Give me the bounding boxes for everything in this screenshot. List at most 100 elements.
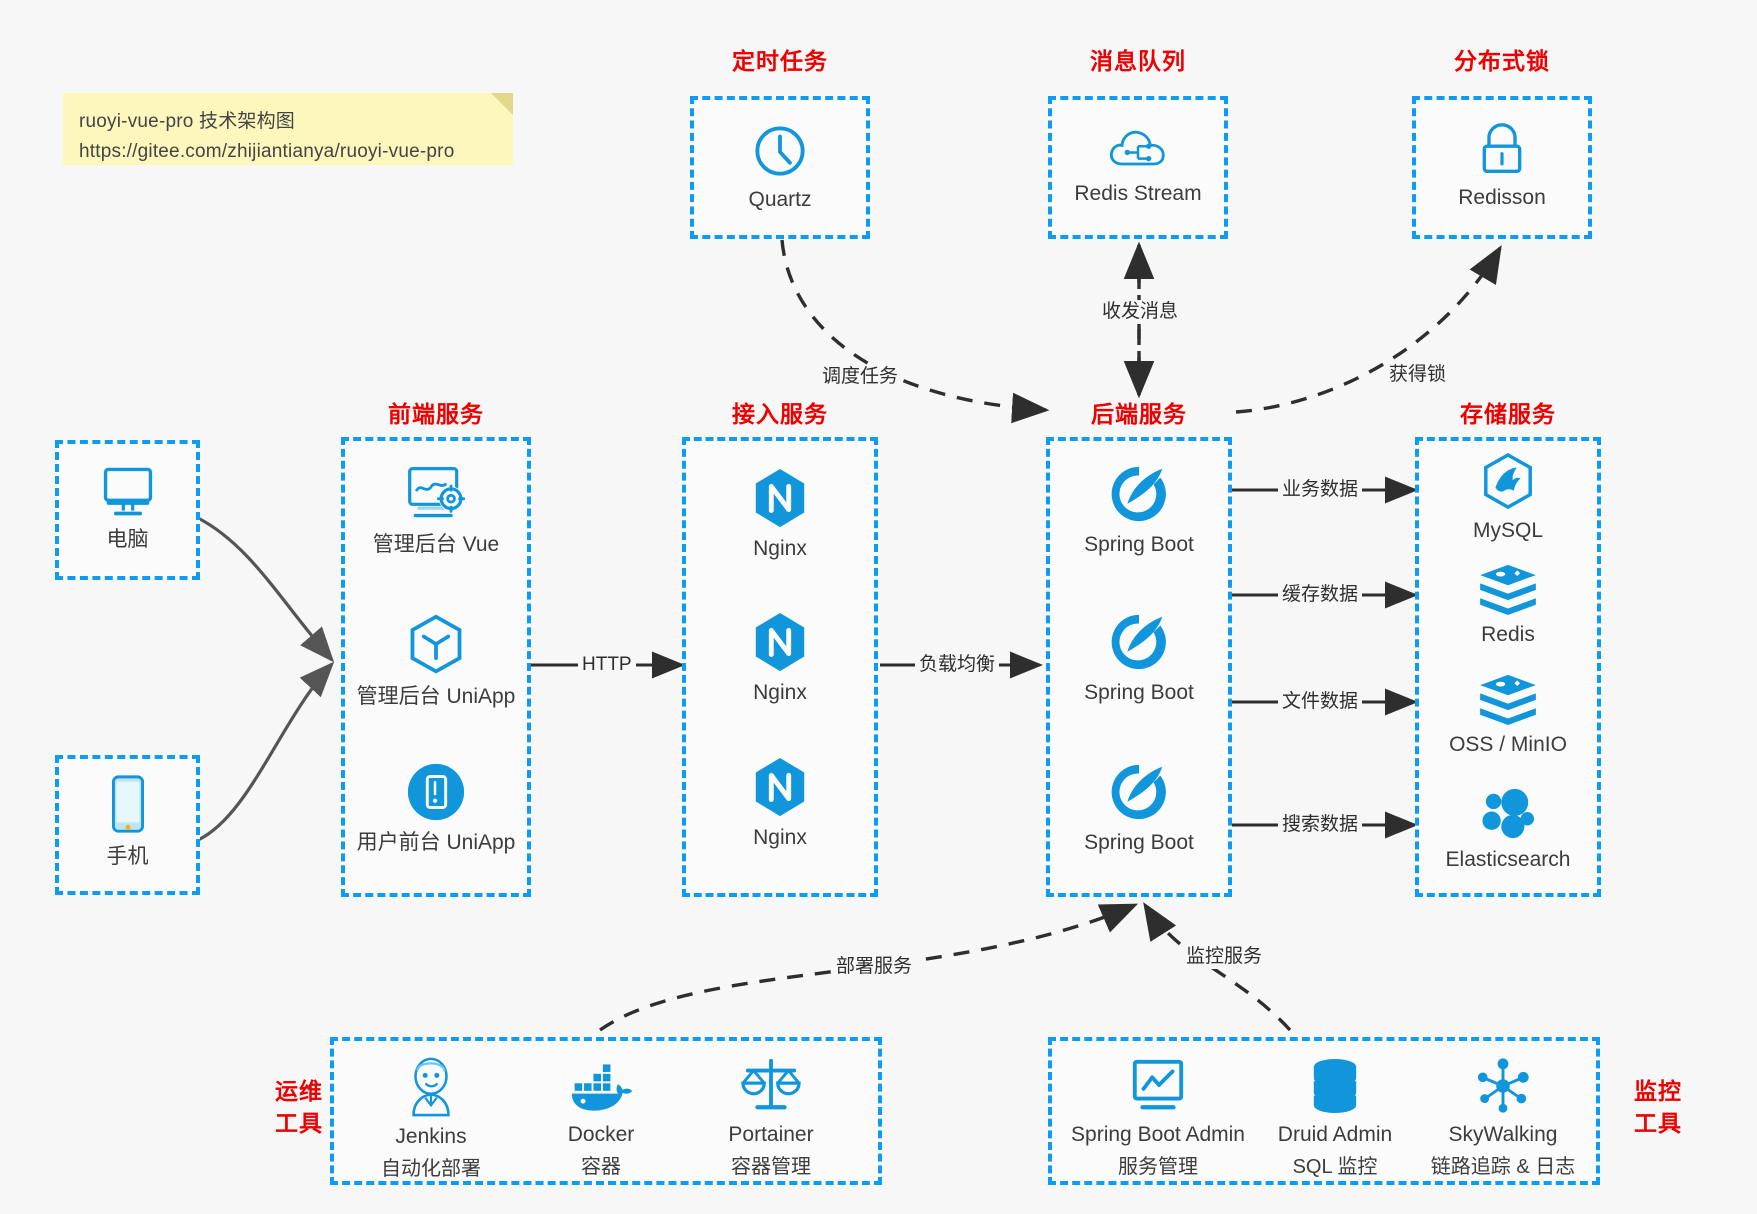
node-label-docker: Docker [567,1123,635,1146]
node-redis-stream[interactable]: Redis Stream [1052,122,1224,207]
group-box-distributed-lock: Redisson [1412,96,1592,239]
node-desktop[interactable]: 电脑 [59,462,196,553]
node-label-jenkins: Jenkins [395,1125,467,1148]
redis-stack-icon [1480,564,1536,615]
note-url-line: https://gitee.com/zhijiantianya/ruoyi-vu… [79,141,455,162]
group-box-backend: Spring Boot Spring Boot Spring Boot [1046,437,1232,897]
node-oss-minio[interactable]: OSS / MinIO [1419,673,1597,758]
node-redis[interactable]: Redis [1419,563,1597,648]
edge-label-load-balance: 负载均衡 [915,653,1000,677]
node-nginx-3[interactable]: Nginx [686,756,874,851]
note-title-line: ruoyi-vue-pro 技术架构图 [79,111,296,132]
clock-icon [755,126,805,176]
lock-icon [1482,123,1522,174]
node-label-nginx-2: Nginx [753,681,807,704]
docker-whale-icon [571,1064,633,1111]
node-label-nginx-1: Nginx [753,537,807,560]
node-label-oss-minio: OSS / MinIO [1449,733,1567,756]
node-label-admin-uniapp: 管理后台 UniApp [356,685,516,708]
group-title-frontend: 前端服务 [388,401,484,427]
nginx-icon [755,757,805,817]
edge-label-search-data: 搜索数据 [1278,813,1363,837]
node-spring-boot-1[interactable]: Spring Boot [1050,463,1228,558]
group-title-message-queue: 消息队列 [1090,48,1186,74]
edge-label-send-receive-message: 收发消息 [1098,300,1183,324]
edge-label-cache-data: 缓存数据 [1278,583,1363,607]
group-title-gateway: 接入服务 [732,401,828,427]
group-box-scheduled-task: Quartz [690,96,870,239]
database-icon [1313,1059,1357,1113]
group-box-gateway: Nginx Nginx Nginx [682,437,878,897]
group-title-monitoring-line2: 工具 [1634,1110,1682,1136]
node-label-redis: Redis [1481,623,1535,646]
node-label-spring-boot-3: Spring Boot [1084,831,1194,854]
node-sublabel-portainer: 容器管理 [731,1156,811,1178]
desktop-icon [103,467,152,516]
network-nodes-icon [1477,1058,1529,1113]
elasticsearch-icon [1482,788,1535,839]
group-box-devops: Jenkins 自动化部署 Docker 容器 [330,1037,882,1185]
node-elasticsearch[interactable]: Elasticsearch [1419,786,1597,873]
node-jenkins[interactable]: Jenkins 自动化部署 [346,1055,516,1183]
node-admin-vue[interactable]: 管理后台 Vue [345,463,527,558]
node-spring-boot-admin[interactable]: Spring Boot Admin 服务管理 [1058,1057,1258,1181]
edge-label-deploy-service: 部署服务 [832,955,917,979]
node-label-elasticsearch: Elasticsearch [1445,848,1571,871]
mobile-circle-icon [407,763,465,821]
edge-label-http: HTTP [578,653,636,677]
node-phone[interactable]: 手机 [59,773,196,870]
group-box-client-desktop: 电脑 [55,440,200,580]
edge-label-business-data: 业务数据 [1278,478,1363,502]
node-sublabel-spring-boot-admin: 服务管理 [1118,1156,1198,1178]
edge-label-monitor-service: 监控服务 [1182,945,1267,969]
node-label-druid-admin: Druid Admin [1277,1123,1393,1146]
node-label-nginx-3: Nginx [753,826,807,849]
node-label-mysql: MySQL [1472,519,1543,542]
node-mysql[interactable]: MySQL [1419,453,1597,544]
edge-label-schedule-task: 调度任务 [818,365,903,389]
node-sublabel-docker: 容器 [581,1156,621,1178]
node-sublabel-skywalking: 链路追踪 & 日志 [1430,1156,1576,1178]
node-label-spring-boot-1: Spring Boot [1084,533,1194,556]
node-nginx-2[interactable]: Nginx [686,611,874,706]
nginx-icon [755,612,805,672]
group-title-distributed-lock: 分布式锁 [1454,48,1550,74]
node-redisson[interactable]: Redisson [1416,120,1588,211]
node-label-quartz: Quartz [748,188,812,211]
spring-leaf-icon [1111,764,1166,820]
node-skywalking[interactable]: SkyWalking 链路追踪 & 日志 [1410,1057,1596,1181]
node-docker[interactable]: Docker 容器 [516,1061,686,1181]
jenkins-butler-icon [412,1057,450,1117]
node-label-spring-boot-admin: Spring Boot Admin [1071,1123,1245,1146]
group-box-frontend: 管理后台 Vue 管理后台 UniApp 用户前台 UniApp [341,437,531,897]
group-box-message-queue: Redis Stream [1048,96,1228,239]
node-nginx-1[interactable]: Nginx [686,467,874,562]
group-title-storage: 存储服务 [1460,401,1556,427]
node-label-skywalking: SkyWalking [1448,1123,1558,1146]
edge-label-file-data: 文件数据 [1278,690,1363,714]
monitor-chart-icon [1132,1059,1184,1110]
node-user-uniapp[interactable]: 用户前台 UniApp [345,761,527,856]
node-druid-admin[interactable]: Druid Admin SQL 监控 [1250,1057,1420,1181]
group-box-storage: MySQL Redis OSS / MinIO [1415,437,1601,897]
group-box-client-phone: 手机 [55,755,200,895]
phone-icon [111,775,144,833]
node-quartz[interactable]: Quartz [694,122,866,213]
node-admin-uniapp[interactable]: 管理后台 UniApp [345,613,527,710]
group-title-scheduled-task: 定时任务 [732,48,828,74]
node-label-user-uniapp: 用户前台 UniApp [356,831,516,854]
node-label-redis-stream: Redis Stream [1074,182,1202,205]
node-spring-boot-3[interactable]: Spring Boot [1050,761,1228,856]
node-label-redisson: Redisson [1458,186,1546,209]
title-note: ruoyi-vue-pro 技术架构图 https://gitee.com/zh… [63,93,513,165]
dashboard-gear-icon [408,467,466,518]
group-title-devops-line2: 工具 [275,1110,323,1136]
node-label-desktop: 电脑 [106,528,149,551]
node-spring-boot-2[interactable]: Spring Boot [1050,611,1228,706]
group-title-devops-line1: 运维 [275,1078,323,1104]
scales-icon [741,1058,801,1110]
node-label-phone: 手机 [106,845,149,868]
node-sublabel-druid-admin: SQL 监控 [1292,1156,1378,1178]
node-portainer[interactable]: Portainer 容器管理 [686,1057,856,1181]
